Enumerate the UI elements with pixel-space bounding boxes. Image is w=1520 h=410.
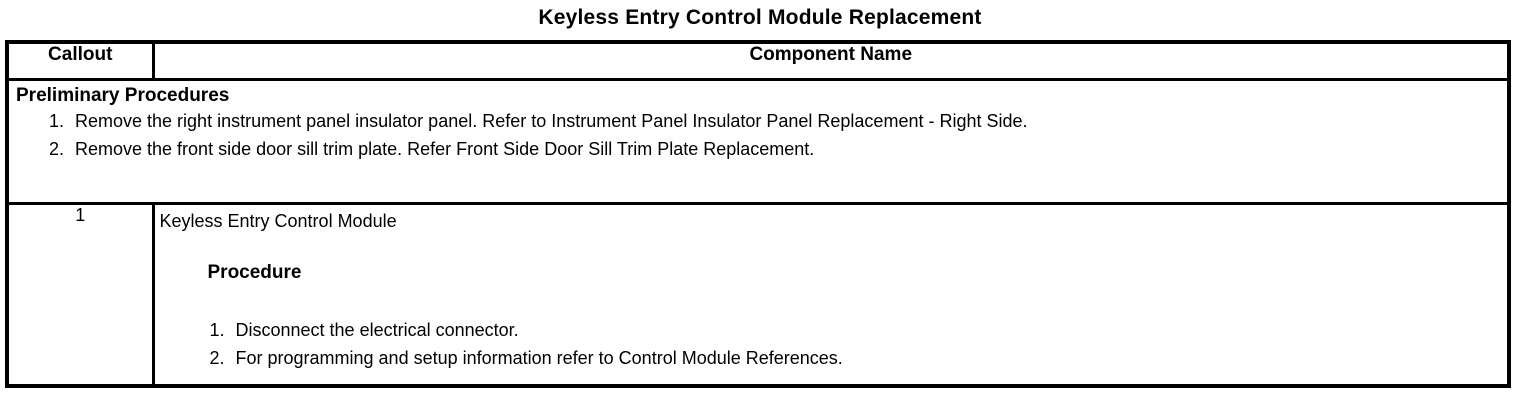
preliminary-steps-list: Remove the right instrument panel insula… <box>9 107 1507 163</box>
procedure-heading: Procedure <box>207 261 302 283</box>
preliminary-procedures-row: Preliminary Procedures Remove the right … <box>5 77 1511 205</box>
preliminary-procedures-cell: Preliminary Procedures Remove the right … <box>5 77 1511 205</box>
callout-component-table: Callout Component Name Preliminary Proce… <box>5 40 1511 388</box>
callout-number-cell: 1 <box>5 201 155 388</box>
procedure-step: For programming and setup information re… <box>230 344 1508 372</box>
component-name-column-header: Component Name <box>151 40 1511 81</box>
component-name: Keyless Entry Control Module <box>159 210 397 231</box>
component-cell: Keyless Entry Control Module Procedure D… <box>151 201 1511 388</box>
callout-column-header: Callout <box>5 40 155 81</box>
table-row: 1 Keyless Entry Control Module Procedure… <box>5 201 1511 388</box>
page-title: Keyless Entry Control Module Replacement <box>538 6 982 29</box>
preliminary-step: Remove the front side door sill trim pla… <box>69 135 1507 163</box>
procedure-steps-list: Disconnect the electrical connector. For… <box>155 316 1508 372</box>
preliminary-step: Remove the right instrument panel insula… <box>69 107 1507 135</box>
table-header-row: Callout Component Name <box>5 40 1511 81</box>
preliminary-procedures-heading: Preliminary Procedures <box>16 84 230 106</box>
procedure-step: Disconnect the electrical connector. <box>230 316 1508 344</box>
